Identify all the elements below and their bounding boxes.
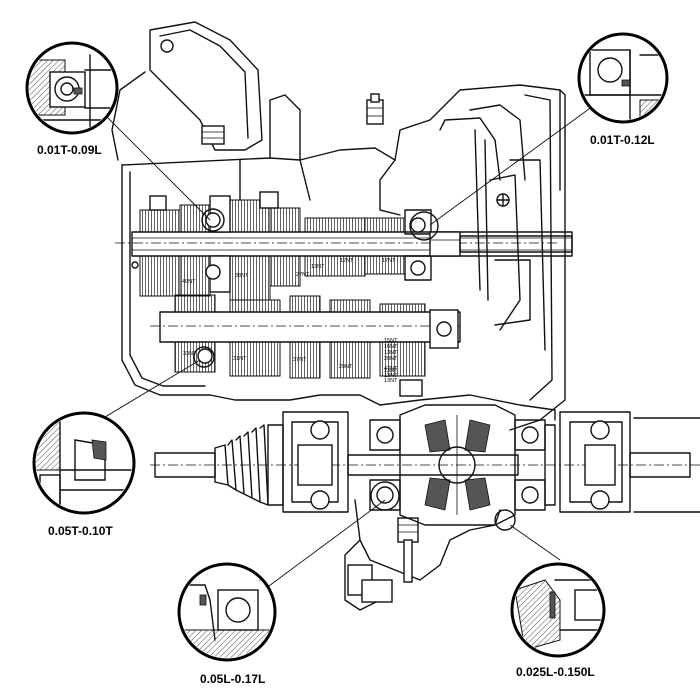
gear-label: 40NT — [182, 279, 196, 285]
differential-assembly — [150, 404, 700, 526]
gear-label: 13NT — [311, 264, 325, 270]
gear-label: 20NT — [384, 356, 398, 362]
gear-label: 12NT — [340, 258, 354, 264]
gear-label: 33NT — [183, 351, 197, 357]
gear-label: 15NT — [384, 338, 398, 344]
spec-label-bottom-right: 0.025L-0.150L — [516, 665, 595, 679]
transaxle-housing — [111, 21, 566, 611]
detail-circle-upper-right — [577, 32, 669, 124]
gear-label: 31NT — [233, 356, 247, 362]
gear-label: 27NT — [296, 272, 310, 278]
spec-label-upper-right: 0.01T-0.12L — [590, 133, 655, 147]
detail-circle-upper-left — [25, 41, 119, 135]
gear-label: 37NT — [293, 357, 307, 363]
gear-label: 13NT — [384, 350, 398, 356]
gear-label: 16NT — [384, 344, 398, 350]
spec-label-bottom-middle: 0.05L-0.17L — [200, 672, 265, 686]
clearance-spec-labels: 0.01T-0.09L 0.01T-0.12L 0.05T-0.10T 0.05… — [37, 133, 655, 686]
detail-circle-bottom-middle — [177, 562, 277, 662]
spec-label-lower-left: 0.05T-0.10T — [48, 524, 113, 538]
detail-circle-lower-left — [32, 411, 136, 515]
output-shaft-assembly — [150, 294, 461, 397]
spec-label-upper-left: 0.01T-0.09L — [37, 143, 102, 157]
detail-circle-bottom-right — [510, 562, 606, 658]
gear-label: 47NT — [384, 366, 398, 372]
gear-label: 29NT — [339, 364, 353, 370]
gear-tooth-labels: 40NT 38NT 33NT 31NT 37NT 29NT 47NT 12NT … — [182, 258, 398, 384]
callout-leaders — [89, 89, 616, 601]
gear-label: 17NT — [382, 258, 396, 264]
gear-label: 13NT — [384, 378, 398, 384]
gear-label: 38NT — [235, 273, 249, 279]
gear-label: 13NT — [384, 373, 398, 379]
gear-label: 13NT — [384, 368, 398, 374]
